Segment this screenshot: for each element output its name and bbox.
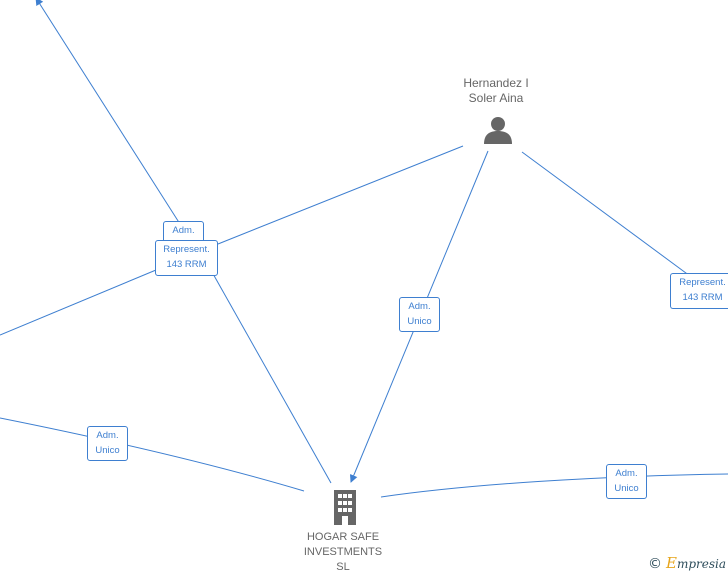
edge-left-hub-to-company	[211, 271, 332, 484]
edge-label-adm-unico-center[interactable]: Adm. Unico	[399, 297, 440, 332]
company-node-name[interactable]: HOGAR SAFE INVESTMENTS SL	[293, 530, 393, 575]
edge-label-adm-unico-right[interactable]: Adm. Unico	[606, 464, 647, 499]
edge-person-to-offscreen-right	[521, 151, 691, 277]
edge-company-to-offscreen-right	[380, 473, 728, 498]
brand-name: mpresia	[676, 557, 726, 571]
edge-label-line: 143 RRM	[166, 259, 207, 270]
building-icon[interactable]	[330, 490, 360, 525]
edge-label-line: Unico	[95, 445, 120, 456]
copyright-symbol: ©	[647, 556, 662, 572]
person-node-name[interactable]: Hernandez I Soler Aina	[446, 76, 546, 106]
company-name-line3: SL	[336, 561, 350, 573]
edge-person-to-left-hub	[217, 145, 464, 245]
company-name-line2: INVESTMENTS	[303, 546, 383, 558]
edge-label-line: Adm.	[172, 225, 195, 236]
person-icon[interactable]	[483, 115, 513, 145]
brand-initial: E	[665, 554, 677, 572]
edge-offscreen-left-to-company	[0, 417, 305, 492]
edge-label-adm-unico-left[interactable]: Adm. Unico	[87, 426, 128, 461]
person-name-line1: Hernandez I	[463, 76, 529, 90]
edge-label-line: 143 RRM	[682, 292, 723, 303]
edge-label-line: Adm.	[615, 468, 638, 479]
edge-label-line: Represent.	[679, 277, 726, 288]
edge-left-hub-to-offscreen-left	[0, 269, 157, 336]
edge-label-line: Adm.	[408, 301, 431, 312]
edge-label-line: Represent.	[163, 244, 210, 255]
edge-to-offscreen-top-left	[35, 0, 181, 225]
edge-label-represent-left[interactable]: Represent. 143 RRM	[155, 240, 218, 276]
edge-label-line: Adm.	[96, 430, 119, 441]
company-name-line1: HOGAR SAFE	[306, 531, 380, 543]
empresia-logo: ©Empresia	[648, 554, 726, 572]
edge-label-represent-right[interactable]: Represent. 143 RRM	[670, 273, 728, 309]
edge-label-line: Unico	[407, 316, 432, 327]
person-name-line2: Soler Aina	[468, 91, 524, 105]
edge-label-line: Unico	[614, 483, 639, 494]
